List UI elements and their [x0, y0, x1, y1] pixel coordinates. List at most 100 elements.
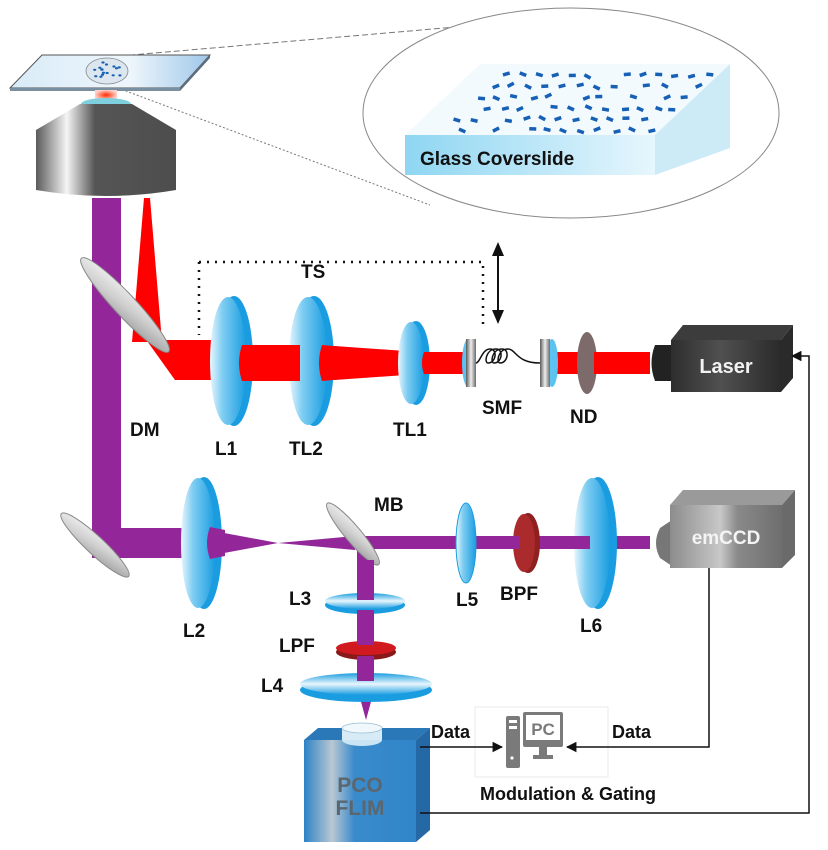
slide-particle — [105, 71, 109, 75]
pco-label-line1: PCO — [337, 774, 383, 797]
sample-particle — [660, 82, 669, 89]
sample-particle — [523, 115, 531, 121]
slide-particle — [94, 75, 98, 78]
sample-particle — [554, 115, 562, 122]
sample-particle — [535, 72, 544, 78]
long-pass-filter — [336, 641, 396, 660]
sample-particle — [593, 126, 601, 133]
label-tl2: TL2 — [289, 439, 323, 460]
sample-particle — [622, 116, 630, 121]
sample-particle — [543, 127, 551, 133]
label-lpf: LPF — [279, 636, 315, 657]
sample-particle — [623, 72, 631, 77]
sample-particle — [648, 128, 656, 134]
sample-particle — [670, 73, 679, 79]
sample-particle — [544, 92, 553, 99]
sample-particle — [687, 73, 696, 79]
slide-particle — [93, 68, 97, 71]
slide-particle — [99, 75, 103, 78]
arrow-up-icon — [492, 242, 504, 256]
sample-particle — [640, 116, 649, 122]
label-l2: L2 — [183, 621, 205, 642]
data-arrow-right — [565, 568, 710, 753]
label-tl1: TL1 — [393, 420, 427, 441]
sample-slide — [8, 54, 212, 91]
lens-l2 — [181, 477, 225, 609]
coverslide-label: Glass Coverslide — [420, 149, 574, 170]
sample-particle — [538, 114, 547, 122]
sample-particle — [529, 126, 537, 131]
translation-stage-box — [197, 242, 504, 335]
sample-particle — [559, 127, 567, 134]
sample-particle — [642, 83, 651, 88]
lens-tl2 — [289, 296, 334, 426]
pc-icon: PC — [474, 706, 609, 778]
label-l1: L1 — [215, 439, 238, 460]
slide-particle — [101, 71, 106, 74]
sample-particle — [592, 84, 601, 91]
objective-lens — [36, 90, 176, 196]
laser: Laser — [651, 325, 793, 392]
sample-particle — [492, 95, 501, 102]
sample-particle — [584, 104, 593, 111]
sample-particle — [502, 71, 511, 77]
sample-particle — [572, 117, 580, 123]
sample-particles — [452, 71, 714, 135]
sample-particle — [477, 96, 486, 101]
nd-filter — [577, 332, 597, 394]
dichroic-mirror — [80, 257, 170, 353]
label-l6: L6 — [580, 616, 602, 637]
sample-particle — [515, 105, 524, 113]
label-modulation-gating: Modulation & Gating — [480, 784, 656, 804]
sample-particle — [558, 83, 566, 89]
sample-particle — [629, 94, 638, 100]
pco-label-line2: FLIM — [336, 797, 385, 820]
sample-particle — [501, 105, 510, 112]
zoom-guide-lines — [117, 17, 561, 206]
sample-particle — [470, 117, 478, 123]
slide-particle — [114, 67, 119, 70]
sample-particle — [654, 105, 663, 112]
sample-particle — [595, 94, 603, 99]
sample-particle — [605, 116, 614, 123]
label-data-left: Data — [431, 722, 471, 742]
sample-particle — [694, 82, 703, 89]
sample-particle — [621, 107, 630, 112]
label-l3: L3 — [289, 589, 311, 610]
sample-particle — [550, 104, 558, 109]
label-nd: ND — [570, 407, 597, 428]
sample-particle — [504, 118, 513, 124]
lens-l5 — [455, 502, 477, 584]
sample-particle — [509, 93, 518, 99]
lens-l3 — [325, 593, 405, 614]
fold-mirror — [60, 512, 130, 578]
slide-particle — [104, 63, 109, 66]
sample-particle — [590, 116, 599, 122]
sample-particle — [576, 128, 585, 135]
sample-particle — [458, 127, 467, 134]
sample-particle — [582, 95, 591, 101]
excitation-beam — [132, 198, 650, 381]
sample-particle — [551, 72, 560, 78]
label-ts: TS — [301, 262, 325, 283]
sample-particle — [483, 106, 491, 112]
slide-particle — [100, 68, 104, 71]
label-l5: L5 — [456, 590, 479, 611]
label-dm: DM — [130, 420, 160, 441]
movable-beamsplitter — [326, 502, 380, 566]
emccd-camera: emCCD — [656, 490, 795, 568]
slide-particle — [100, 73, 105, 76]
label-data-right: Data — [612, 722, 652, 742]
label-smf: SMF — [482, 398, 522, 419]
sample-particle — [541, 84, 549, 89]
single-mode-fiber — [462, 339, 558, 387]
sample-inset: Glass Coverslide — [362, 7, 780, 219]
pco-flim-camera: PCO FLIM — [304, 722, 430, 842]
modulation-arrow — [420, 350, 810, 814]
slide-particle — [101, 61, 105, 64]
sample-particle — [506, 81, 515, 88]
sample-particle — [628, 126, 636, 133]
emccd-label: emCCD — [692, 528, 761, 549]
sample-particle — [492, 126, 500, 133]
lens-l1 — [210, 296, 253, 426]
